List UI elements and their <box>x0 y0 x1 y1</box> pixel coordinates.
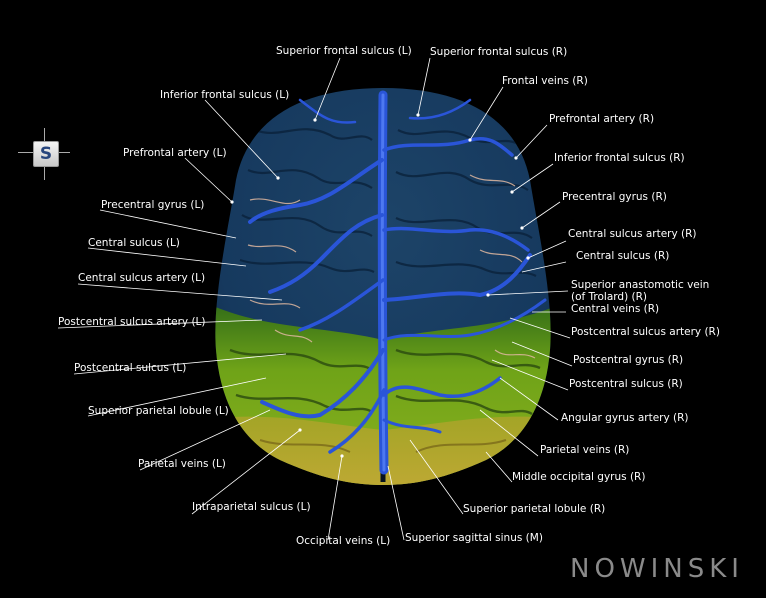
label-parietal-veins-l: Parietal veins (L) <box>138 458 226 470</box>
label-trolard-line1: Superior anastomotic vein <box>571 279 710 291</box>
label-prefrontal-artery-l: Prefrontal artery (L) <box>123 147 227 159</box>
label-precentral-gyrus-r: Precentral gyrus (R) <box>562 191 667 203</box>
label-postcentral-gyrus-r: Postcentral gyrus (R) <box>573 354 684 366</box>
label-middle-occipital-gyrus-r: Middle occipital gyrus (R) <box>512 471 646 483</box>
label-spl-r: Superior parietal lobule (R) <box>463 503 606 515</box>
label-postcentral-sulcus-artery-l: Postcentral sulcus artery (L) <box>58 316 206 328</box>
leader-dots <box>230 113 530 458</box>
label-prefrontal-artery-r: Prefrontal artery (R) <box>549 113 655 125</box>
label-central-sulcus-artery-l: Central sulcus artery (L) <box>78 272 206 284</box>
label-intraparietal-sulcus-l: Intraparietal sulcus (L) <box>192 501 311 513</box>
label-precentral-gyrus-l: Precentral gyrus (L) <box>101 199 205 211</box>
nowinski-logo: NOWINSKI <box>570 554 744 584</box>
label-postcentral-sulcus-r: Postcentral sulcus (R) <box>569 378 683 390</box>
orientation-cube-icon[interactable]: S <box>33 141 59 167</box>
label-central-veins-r: Central veins (R) <box>571 303 660 315</box>
label-trolard-line2: (of Trolard) (R) <box>571 291 648 303</box>
label-central-sulcus-r: Central sulcus (R) <box>576 250 670 262</box>
leader-lines <box>57 57 573 541</box>
label-postcentral-sulcus-artery-r: Postcentral sulcus artery (R) <box>571 326 720 338</box>
label-angular-gyrus-artery-r: Angular gyrus artery (R) <box>561 412 689 424</box>
label-central-sulcus-artery-r: Central sulcus artery (R) <box>568 228 697 240</box>
orientation-widget[interactable]: S <box>18 128 70 180</box>
label-trolard-vein: Superior anastomotic vein (of Trolard) (… <box>571 279 709 315</box>
label-superior-sagittal-sinus: Superior sagittal sinus (M) <box>405 532 543 544</box>
cerebral-arteries <box>247 174 536 359</box>
label-sfs-r: Superior frontal sulcus (R) <box>430 46 568 58</box>
label-ifs-l: Inferior frontal sulcus (L) <box>160 89 290 101</box>
label-parietal-veins-r: Parietal veins (R) <box>540 444 630 456</box>
label-central-sulcus-l: Central sulcus (L) <box>88 237 180 249</box>
label-spl-l: Superior parietal lobule (L) <box>88 405 229 417</box>
label-ifs-r: Inferior frontal sulcus (R) <box>554 152 685 164</box>
label-postcentral-sulcus-l: Postcentral sulcus (L) <box>74 362 187 374</box>
label-occipital-veins-l: Occipital veins (L) <box>296 535 391 547</box>
label-frontal-veins-r: Frontal veins (R) <box>502 75 588 87</box>
label-sfs-l: Superior frontal sulcus (L) <box>276 45 412 57</box>
